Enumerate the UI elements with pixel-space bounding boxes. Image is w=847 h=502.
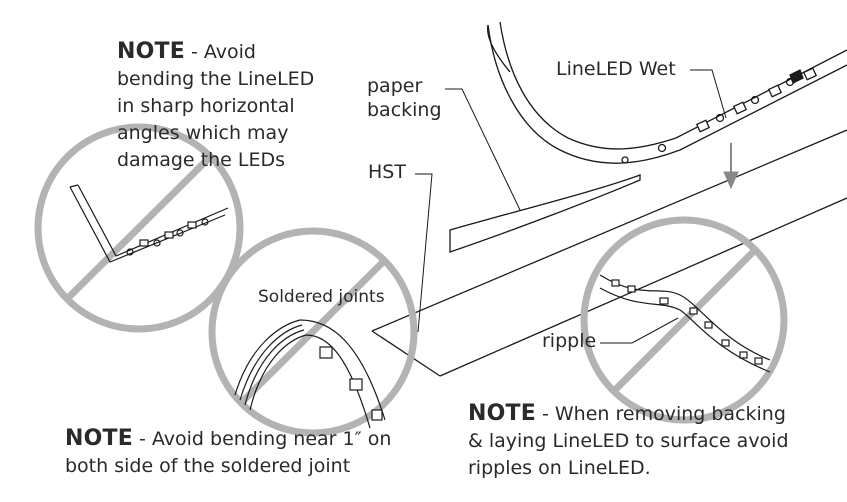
label-ripple: ripple	[542, 330, 597, 352]
note-line: angles which may	[117, 122, 289, 144]
note-heading: NOTE	[468, 401, 536, 426]
note-top-left: NOTE - Avoid bending the LineLED in shar…	[117, 38, 314, 174]
leader-lines	[415, 69, 727, 344]
label-hst: HST	[368, 161, 406, 183]
down-arrow-icon	[723, 143, 739, 190]
note-line: both side of the soldered joint	[65, 455, 351, 477]
note-bottom-right: NOTE - When removing backing & laying Li…	[468, 400, 789, 482]
label-soldered-joints: Soldered joints	[258, 287, 385, 307]
lineled-wet-strip	[487, 21, 847, 164]
prohibit-circle-ripple	[580, 216, 788, 424]
label-line: backing	[367, 99, 442, 121]
note-line: ripples on LineLED.	[468, 457, 651, 479]
paper-backing	[449, 174, 641, 253]
note-heading: NOTE	[65, 426, 133, 451]
prohibit-circle-soldered	[208, 227, 418, 437]
prohibit-circle-bending	[34, 123, 244, 333]
note-line: bending the LineLED	[117, 68, 315, 90]
note-line: - Avoid	[184, 41, 256, 63]
note-heading: NOTE	[117, 39, 185, 64]
note-line: - When removing backing	[535, 403, 786, 425]
label-line: paper	[367, 75, 423, 97]
note-line: - Avoid bending near 1″ on	[132, 428, 392, 450]
note-line: in sharp horizontal	[117, 95, 295, 117]
label-paper-backing: paper backing	[367, 74, 442, 122]
label-lineled-wet: LineLED Wet	[556, 58, 676, 80]
note-line: & laying LineLED to surface avoid	[468, 430, 789, 452]
note-line: damage the LEDs	[117, 149, 285, 171]
note-bottom-left: NOTE - Avoid bending near 1″ on both sid…	[65, 425, 391, 480]
hst-tape	[371, 129, 847, 377]
